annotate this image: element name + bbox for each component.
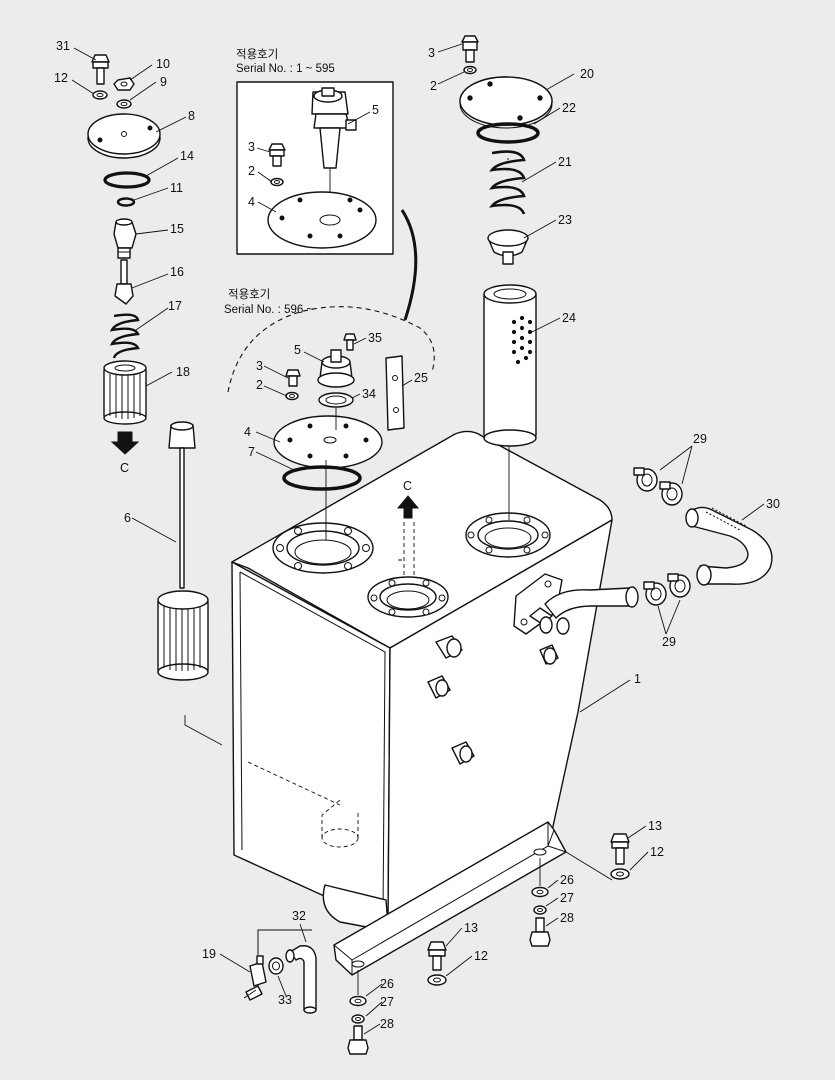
note-middle-line1: 적용호기: [228, 288, 270, 301]
callout-10: 10: [156, 57, 170, 71]
callout-2-right: 2: [430, 79, 437, 93]
callout-16: 16: [170, 265, 184, 279]
callout-17: 17: [168, 299, 182, 313]
callout-2-inset: 2: [248, 164, 255, 178]
callout-27-right: 27: [560, 891, 574, 905]
arrow-c-label-tank: C: [403, 479, 412, 493]
callout-28-right: 28: [560, 911, 574, 925]
callout-4-inset: 4: [248, 195, 255, 209]
callout-labels: 31 10 12 9 8 14 11 15 16 17 18 6 5 3 2 4…: [54, 39, 780, 1031]
callout-3-detail: 3: [256, 359, 263, 373]
callout-29-top: 29: [693, 432, 707, 446]
callout-26-right: 26: [560, 873, 574, 887]
callout-24: 24: [562, 311, 576, 325]
callout-32: 32: [292, 909, 306, 923]
mounting-bracket: [333, 821, 567, 976]
bypass-valve-stack: [87, 54, 161, 455]
arrow-c-label-filter: C: [120, 461, 129, 475]
callout-8: 8: [188, 109, 195, 123]
callout-35: 35: [368, 331, 382, 345]
callout-2-detail: 2: [256, 378, 263, 392]
detail-connector: [400, 209, 418, 321]
callout-23: 23: [558, 213, 572, 227]
callout-12-right: 12: [650, 845, 664, 859]
callout-12: 12: [54, 71, 68, 85]
return-filter-group: [459, 35, 553, 520]
callout-14: 14: [180, 149, 194, 163]
callout-34: 34: [362, 387, 376, 401]
callout-21: 21: [558, 155, 572, 169]
detail-serial-596: [227, 306, 435, 578]
callout-5-detail: 5: [294, 343, 301, 357]
callout-9: 9: [160, 75, 167, 89]
callout-5-inset: 5: [372, 103, 379, 117]
callout-20: 20: [580, 67, 594, 81]
callout-7: 7: [248, 445, 255, 459]
callout-13-right: 13: [648, 819, 662, 833]
callout-26-left: 26: [380, 977, 394, 991]
callout-33: 33: [278, 993, 292, 1007]
callout-13-left: 13: [464, 921, 478, 935]
callout-27-left: 27: [380, 995, 394, 1009]
callout-31: 31: [56, 39, 70, 53]
notes: 적용호기 Serial No. : 1 ~ 595 적용호기 Serial No…: [120, 48, 412, 493]
inset-serial-1-595: [236, 81, 394, 255]
bottom-hardware: [243, 833, 630, 1055]
callout-30: 30: [766, 497, 780, 511]
hose-assembly: [633, 467, 773, 606]
callout-6: 6: [124, 511, 131, 525]
callout-15: 15: [170, 222, 184, 236]
suction-strainer: [157, 421, 209, 681]
callout-28-left: 28: [380, 1017, 394, 1031]
note-top-line1: 적용호기: [236, 48, 278, 61]
callout-1: 1: [634, 672, 641, 686]
callout-12-left: 12: [474, 949, 488, 963]
callout-3-right: 3: [428, 46, 435, 60]
leader-lines: [71, 43, 765, 1035]
note-top-line2: Serial No. : 1 ~ 595: [236, 63, 335, 75]
callout-18: 18: [176, 365, 190, 379]
callout-22: 22: [562, 101, 576, 115]
callout-11: 11: [170, 181, 183, 195]
note-middle-line2: Serial No. : 596 ~: [224, 304, 313, 316]
callout-3-inset: 3: [248, 140, 255, 154]
callout-25: 25: [414, 371, 428, 385]
callout-19: 19: [202, 947, 216, 961]
hydraulic-tank: [184, 430, 639, 929]
callout-4-detail: 4: [244, 425, 251, 439]
callout-29-bottom: 29: [662, 635, 676, 649]
